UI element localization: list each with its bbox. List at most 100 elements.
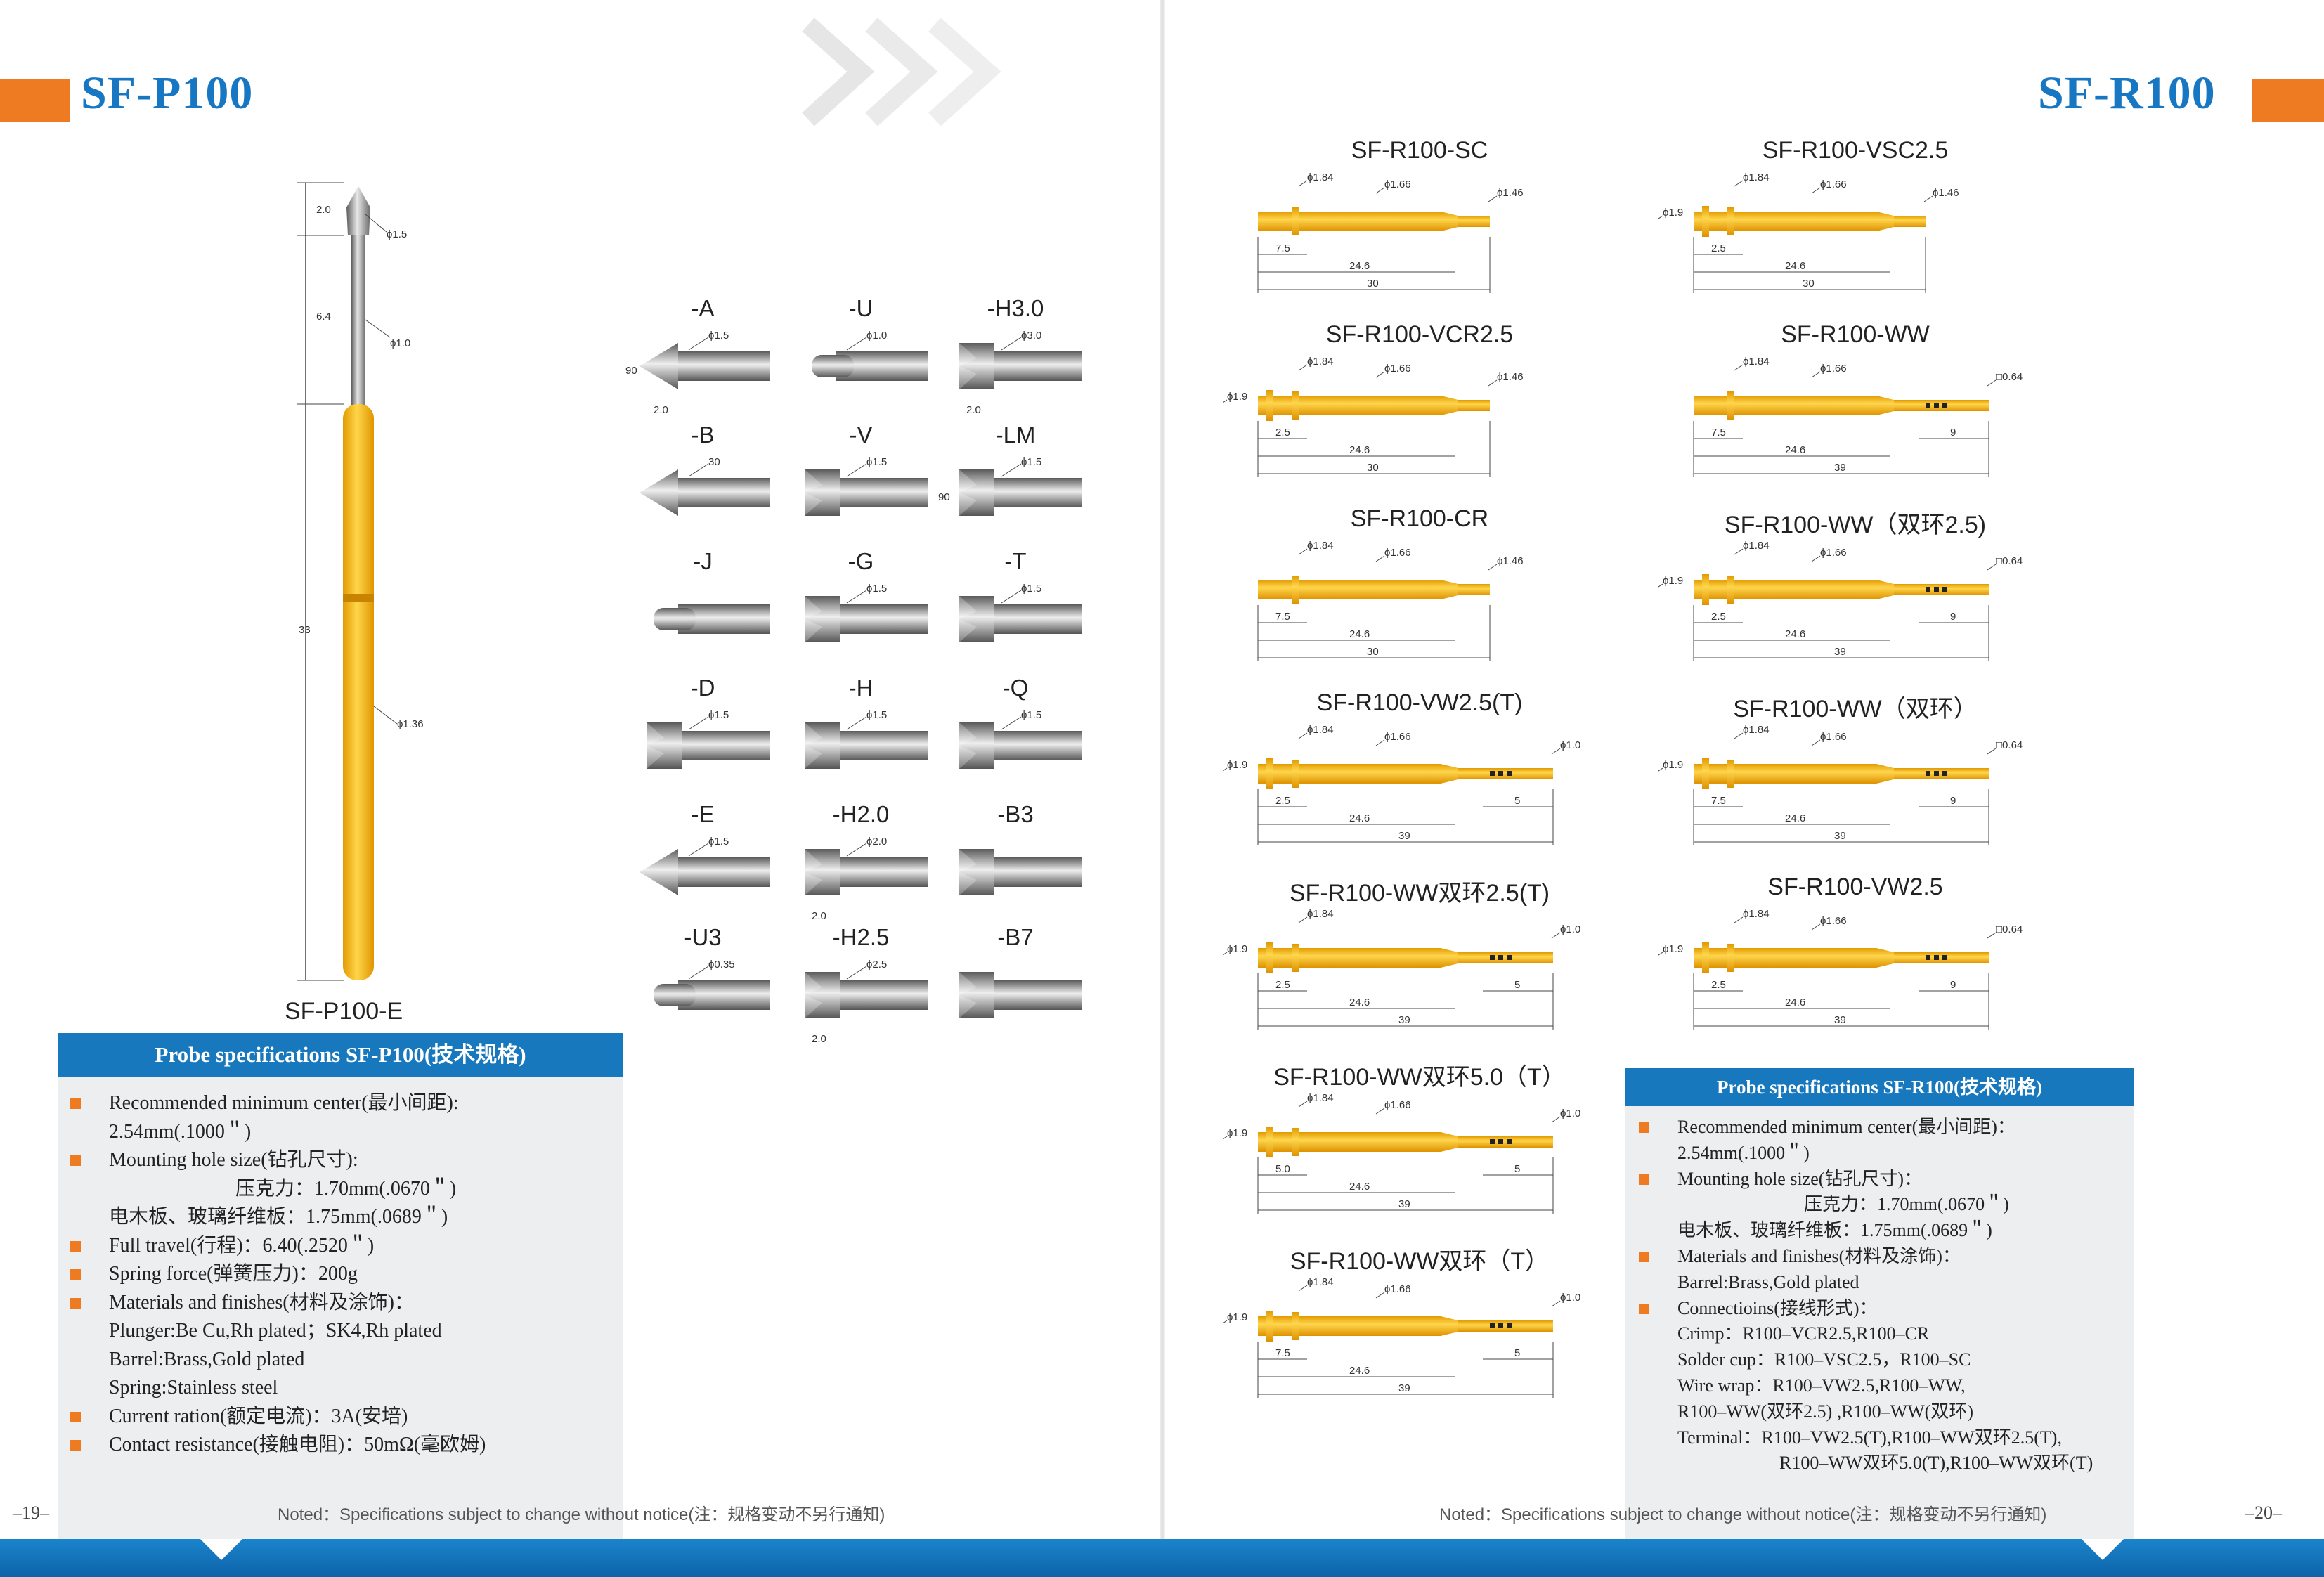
page-number-right: –20– — [2245, 1503, 2282, 1523]
probe-dim-text: ϕ1.84 — [1307, 171, 1334, 183]
spec-text: Mounting hole size(钻孔尺寸): — [109, 1149, 358, 1171]
spec-line: Solder cup：R100–VSC2.5，R100–SC — [1639, 1347, 2131, 1373]
probe-dim-text: ϕ1.9 — [1227, 1311, 1247, 1323]
probe-dim-text: 2.5 — [1711, 611, 1726, 623]
probe-dim-text: ϕ1.84 — [1743, 171, 1770, 183]
probe-dim-text: 24.6 — [1349, 444, 1370, 456]
probe-dim-text: ϕ1.9 — [1227, 391, 1247, 403]
tip-drawing-icon: ϕ1.5 — [647, 709, 770, 769]
tip-dim-text: ϕ1.5 — [708, 330, 729, 342]
probe-dim-text: ϕ1.84 — [1743, 724, 1770, 736]
spec-text: R100–WW双环5.0(T),R100–WW双环(T) — [1779, 1453, 2093, 1474]
chevron-decoration-icon — [802, 18, 1001, 126]
tip-dim-text: ϕ1.5 — [708, 836, 729, 848]
tip-dim-text: ϕ1.5 — [1021, 709, 1041, 721]
footer-band — [0, 1539, 2324, 1577]
tip-drawing-icon: ϕ2.02.0 — [805, 836, 928, 922]
probe-name: SF-R100-CR — [1350, 505, 1489, 532]
spec-text: Solder cup：R100–VSC2.5，R100–SC — [1677, 1349, 1971, 1370]
tip-dim-text: ϕ3.0 — [1021, 330, 1041, 342]
spec-line: Full travel(行程)：6.40(.2520＂) — [70, 1232, 618, 1261]
probe-dim-text: 24.6 — [1349, 1181, 1370, 1193]
tip-drawing-icon: ϕ0.35 — [654, 959, 770, 1010]
probe-dim-text: 9 — [1950, 795, 1956, 807]
tip-label: -A — [691, 295, 715, 321]
spec-text: 2.54mm(.1000＂) — [109, 1120, 252, 1143]
probe-dim-text: 24.6 — [1349, 812, 1370, 824]
probe-name: SF-R100-VW2.5(T) — [1316, 689, 1523, 716]
spec-text: 电木板、玻璃纤维板：1.75mm(.0689＂) — [109, 1206, 448, 1228]
probe-dim-text: 5.0 — [1275, 1163, 1290, 1175]
main-probe-label: SF-P100-E — [285, 998, 403, 1025]
dim-upper-length: 6.4 — [316, 311, 331, 323]
probe-dim-text: 7.5 — [1711, 427, 1726, 439]
tip-dim-text: ϕ1.5 — [866, 456, 887, 468]
probe-name: SF-R100-WW（双环2.5) — [1724, 512, 1987, 538]
spec-text: Plunger:Be Cu,Rh plated；SK4,Rh plated — [109, 1320, 442, 1342]
spec-line: Materials and finishes(材料及涂饰)： — [70, 1289, 618, 1318]
tip-drawing-icon — [654, 604, 770, 634]
tip-dim-text: ϕ1.5 — [866, 583, 887, 595]
probe-dim-text: ϕ1.66 — [1384, 547, 1411, 559]
probe-dim-text: 24.6 — [1349, 1365, 1370, 1377]
spec-line: Barrel:Brass,Gold plated — [70, 1346, 618, 1375]
probe-dim-text: 2.5 — [1711, 979, 1726, 991]
probe-dim-text: 39 — [1398, 1198, 1410, 1210]
tip-drawing-icon: ϕ1.5 — [959, 709, 1082, 769]
dim-barrel-dia: ϕ1.36 — [397, 718, 424, 730]
probe-dim-text: 5 — [1514, 1163, 1520, 1175]
spec-text: Barrel:Brass,Gold plated — [109, 1348, 305, 1370]
spec-line: 2.54mm(.1000＂) — [70, 1118, 618, 1147]
probe-name: SF-R100-WW（双环） — [1733, 696, 1978, 722]
spec-line: R100–WW双环5.0(T),R100–WW双环(T) — [1639, 1451, 2131, 1477]
spec-line: 2.54mm(.1000＂) — [1639, 1141, 2131, 1167]
tip-label: -B7 — [997, 924, 1034, 950]
probe-dim-text: 30 — [1367, 646, 1379, 658]
tip-dim-text: ϕ1.5 — [866, 709, 887, 721]
page-number-left: –19– — [13, 1503, 49, 1523]
tip-dim-text: 2.0 — [654, 404, 668, 416]
tip-dim-text: ϕ2.0 — [866, 836, 887, 848]
bullet-icon — [1639, 1251, 1649, 1262]
spec-text: Recommended minimum center(最小间距)： — [1677, 1117, 2015, 1137]
bullet-icon — [70, 1411, 81, 1422]
spec-text: Spring force(弹簧压力)：200g — [109, 1263, 358, 1285]
spec-line: Current ration(额定电流)：3A(安培) — [70, 1403, 618, 1432]
probe-dim-text: 24.6 — [1785, 628, 1805, 640]
tip-dim-text: ϕ1.5 — [1021, 456, 1041, 468]
bullet-icon — [70, 1155, 81, 1166]
probe-dim-text: ϕ1.84 — [1307, 908, 1334, 920]
probe-name: SF-R100-WW双环2.5(T) — [1289, 880, 1550, 907]
spec-text: Contact resistance(接触电阻)：50mΩ(毫欧姆) — [109, 1434, 486, 1455]
probe-dim-text: 30 — [1367, 278, 1379, 290]
probe-dim-text: ϕ1.46 — [1497, 555, 1524, 567]
probe-dim-text: ϕ1.0 — [1560, 739, 1580, 751]
probe-dim-text: 30 — [1803, 278, 1815, 290]
tip-dim-text: 90 — [938, 491, 950, 503]
tip-label: -H2.0 — [832, 801, 890, 827]
spec-text: 2.54mm(.1000＂) — [1677, 1142, 1810, 1163]
tip-dim-text: ϕ1.5 — [1021, 583, 1041, 595]
spec-text: Terminal：R100–VW2.5(T),R100–WW双环2.5(T), — [1677, 1427, 2062, 1448]
spec-line: Contact resistance(接触电阻)：50mΩ(毫欧姆) — [70, 1431, 618, 1460]
probe-dim-text: 9 — [1950, 979, 1956, 991]
probe-dim-text: 5 — [1514, 1347, 1520, 1359]
tip-drawing-icon: ϕ1.5 — [640, 836, 770, 895]
probe-dim-text: 9 — [1950, 611, 1956, 623]
probe-dim-text: 24.6 — [1785, 997, 1805, 1008]
